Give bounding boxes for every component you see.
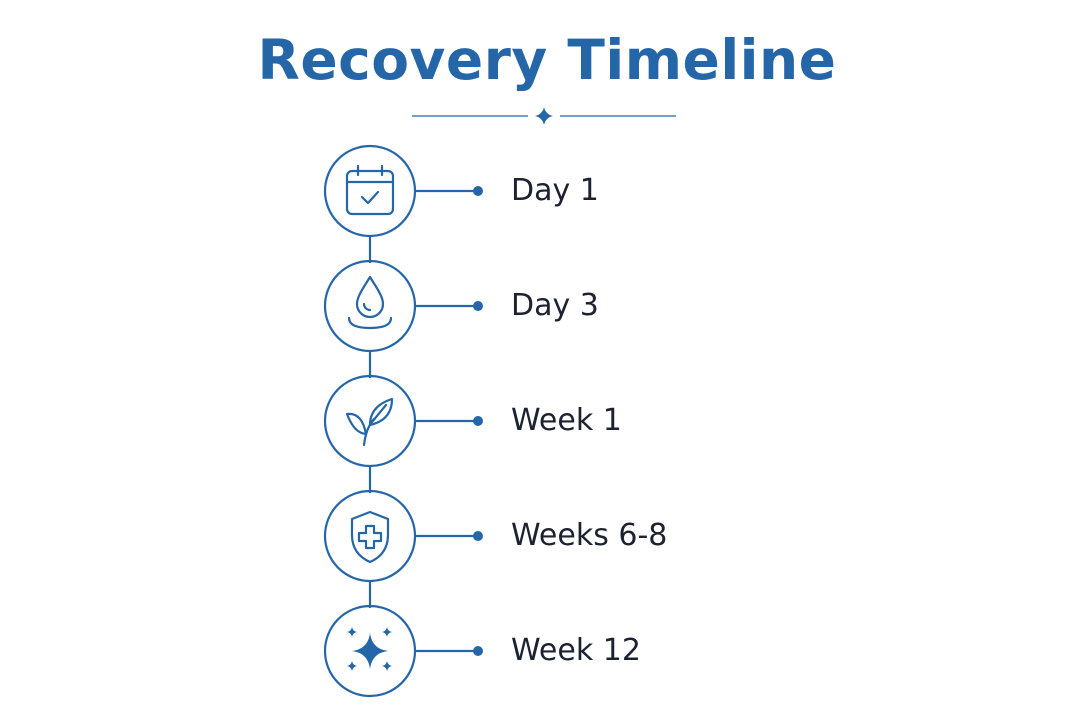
step-circle-1 <box>323 144 417 238</box>
step-dot-1 <box>473 186 483 196</box>
step-label-week-1: Week 1 <box>511 403 622 438</box>
sparkles-icon <box>347 627 392 671</box>
step-dot-3 <box>473 416 483 426</box>
step-circle-4 <box>323 489 417 583</box>
calendar-check-icon <box>345 164 395 216</box>
divider-star-icon <box>535 107 553 125</box>
timeline-step-4 <box>323 489 483 583</box>
step-label-weeks-6-8: Weeks 6-8 <box>511 518 668 553</box>
shield-cross-icon <box>350 510 390 564</box>
step-dot-4 <box>473 531 483 541</box>
title-divider <box>412 107 676 125</box>
sprout-leaves-icon <box>345 397 394 447</box>
step-circle-2 <box>323 259 417 353</box>
step-label-day-3: Day 3 <box>511 288 599 323</box>
timeline-step-1 <box>323 144 483 238</box>
timeline-step-3 <box>323 374 483 468</box>
step-dot-2 <box>473 301 483 311</box>
page-title: Recovery Timeline <box>257 28 837 92</box>
step-dot-5 <box>473 646 483 656</box>
timeline-step-5 <box>323 604 483 698</box>
timeline-step-2 <box>323 259 483 353</box>
step-label-day-1: Day 1 <box>511 173 599 208</box>
step-label-week-12: Week 12 <box>511 633 641 668</box>
water-drop-icon <box>347 275 393 330</box>
